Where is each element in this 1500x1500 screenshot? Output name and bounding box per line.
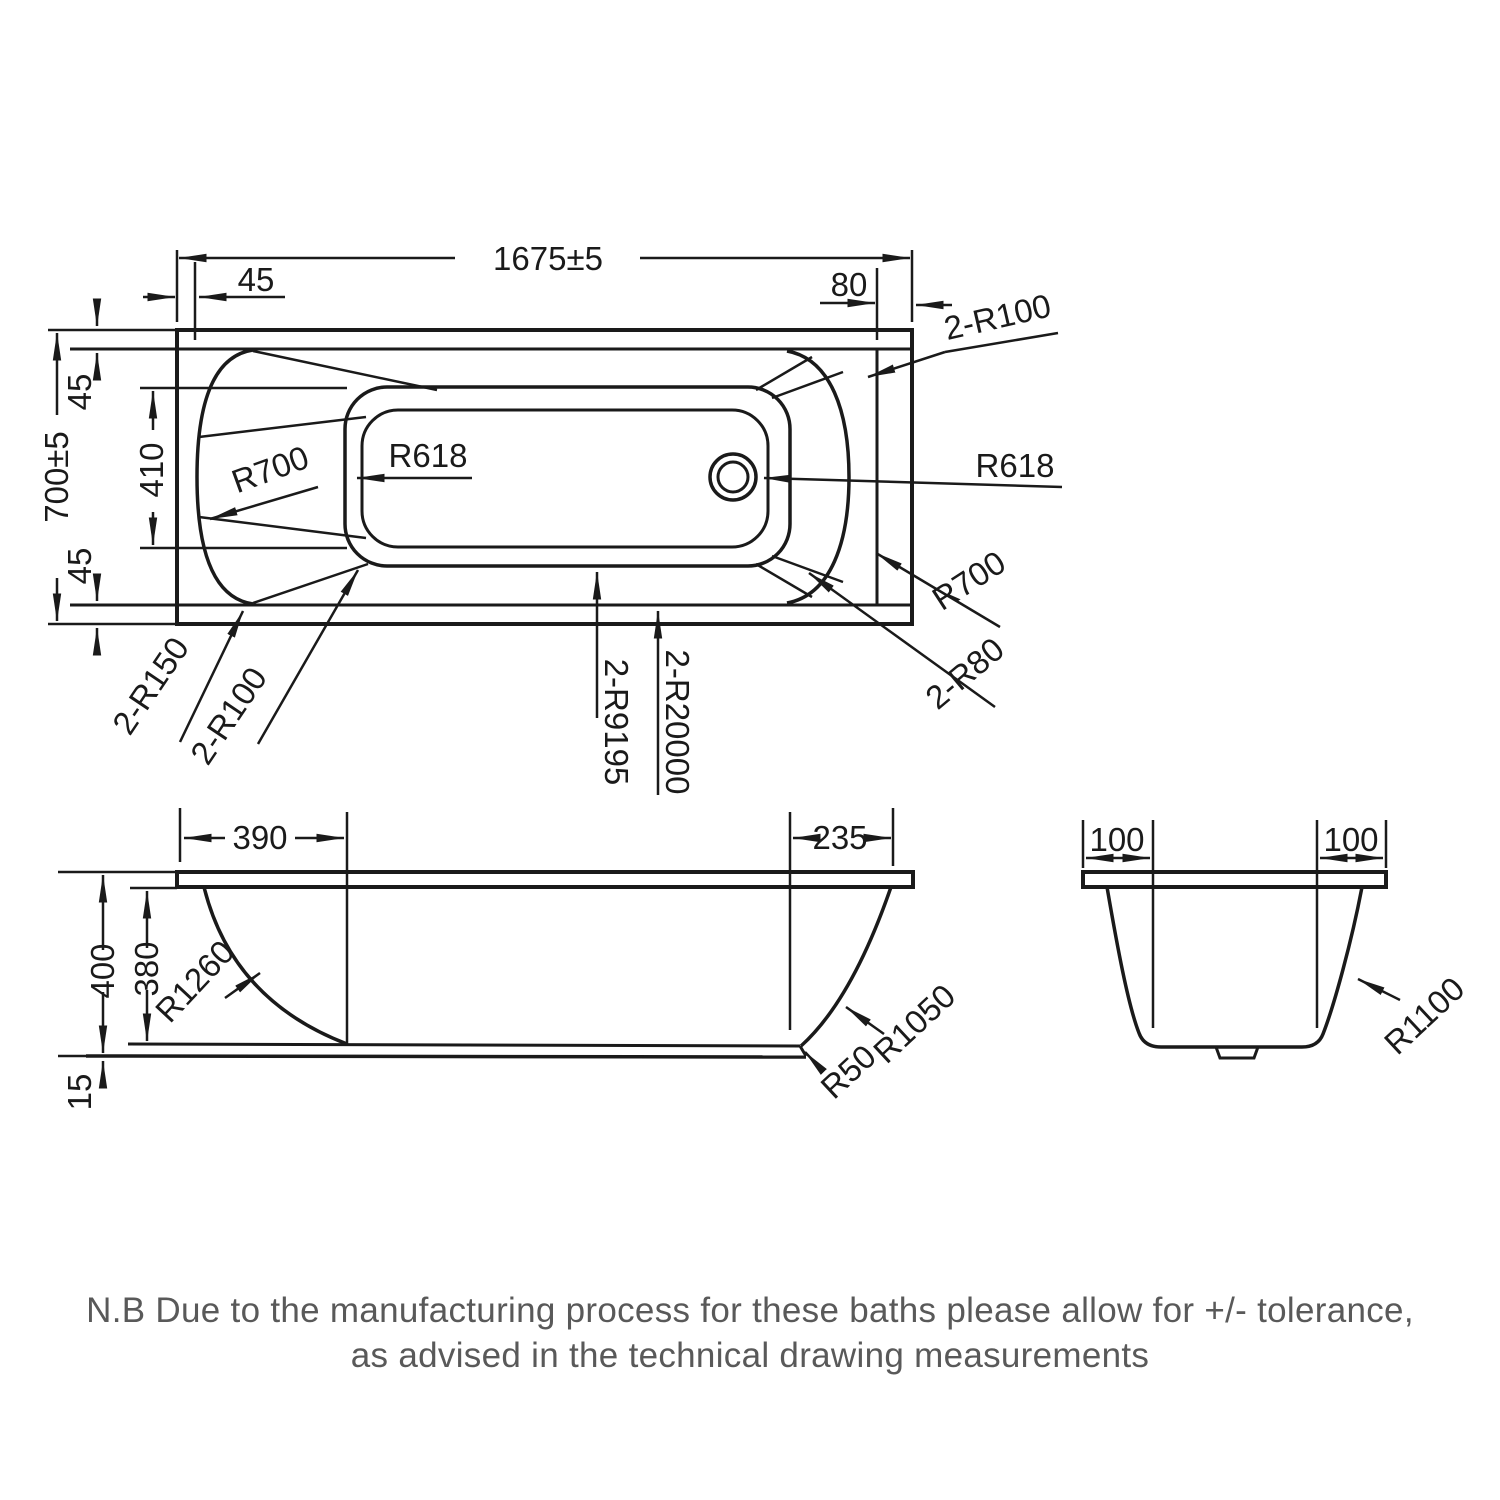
dim-side-rim-inset-bottom-label: 45 xyxy=(61,548,98,585)
foot-slope-radius-label: R1050 xyxy=(866,977,962,1070)
dim-foot-rim-inset: 80 xyxy=(820,266,952,340)
dim-floor-width: 410 xyxy=(133,386,347,550)
end-body-outline xyxy=(1105,886,1364,1049)
side-view: 390 235 400 380 15 R1260 R1050 xyxy=(58,808,962,1110)
plan-outer-rect xyxy=(175,328,914,626)
dim-head-slope-run: 390 xyxy=(178,808,345,862)
dim-head-rim-inset: 45 xyxy=(143,261,285,340)
leader-side-wall-radius-inner: 2-R9195 xyxy=(592,571,635,786)
leader-side-wall-radius: R1100 xyxy=(1357,970,1472,1062)
dim-overall-width: 700±5 xyxy=(38,332,75,622)
manufacturing-note-line1: N.B Due to the manufacturing process for… xyxy=(86,1291,1414,1330)
plan-fan-line xyxy=(252,349,438,392)
plan-fan-line xyxy=(771,370,844,400)
leader-side-wall-radius-outer: 2-R20000 xyxy=(653,610,696,795)
dim-overall-height-label: 400 xyxy=(84,943,121,998)
dim-foot-slope-run: 235 xyxy=(792,808,895,866)
drain-inner-circle xyxy=(716,460,750,494)
dim-overall-length-label: 1675±5 xyxy=(493,240,603,277)
foot-wall-radius-label: R700 xyxy=(926,543,1012,617)
dim-inner-height-label: 380 xyxy=(128,941,165,996)
leader-head-wall-radius: R700 xyxy=(209,438,319,521)
drain-end-radius-label: R618 xyxy=(976,447,1055,484)
side-base-line xyxy=(85,1054,807,1059)
end-view: 100 100 R1100 xyxy=(1081,820,1472,1062)
dim-wall-inset-right: 100 xyxy=(1319,821,1384,863)
drain-outer-circle xyxy=(708,452,758,502)
basin-corner-radius-foot-label: 2-R80 xyxy=(918,630,1011,716)
dim-head-rim-inset-label: 45 xyxy=(238,261,275,298)
head-corner-radius-label: 2-R150 xyxy=(105,630,196,740)
head-wall-radius-label: R700 xyxy=(227,438,314,500)
dim-floor-width-label: 410 xyxy=(133,442,170,497)
manufacturing-note-line2: as advised in the technical drawing meas… xyxy=(350,1336,1150,1375)
side-wall-radius-label: R1100 xyxy=(1377,970,1472,1062)
floor-end-radius-head-label: R618 xyxy=(389,437,468,474)
side-foot-fillet xyxy=(798,1045,808,1057)
dim-overall-height: 400 xyxy=(84,874,121,1054)
leader-drain-end-radius: R618 xyxy=(763,447,1063,489)
foot-corner-radius-label: 2-R100 xyxy=(941,287,1055,347)
plan-fan-line xyxy=(755,355,813,392)
leader-basin-corner-radius-head: 2-R100 xyxy=(183,569,360,771)
end-rim-bar xyxy=(1081,870,1388,889)
dim-side-rim-inset-top-label: 45 xyxy=(61,374,98,411)
dim-inner-height: 380 xyxy=(128,890,165,1042)
leader-foot-wall-radius: R700 xyxy=(875,543,1012,629)
side-foot-slope xyxy=(799,886,893,1048)
plan-fan-line xyxy=(755,562,813,599)
side-wall-radius-outer-label: 2-R20000 xyxy=(659,650,696,795)
dim-overall-length: 1675±5 xyxy=(175,240,914,322)
dim-foot-rim-inset-label: 80 xyxy=(831,266,868,303)
plan-fan-line xyxy=(198,515,367,540)
dim-base-gap: 15 xyxy=(61,1060,108,1111)
plan-fan-line xyxy=(198,415,367,439)
dim-side-rim-inset-top: 45 xyxy=(61,298,102,411)
dim-wall-inset-left-label: 100 xyxy=(1089,821,1144,858)
dim-head-slope-run-label: 390 xyxy=(232,819,287,856)
dim-wall-inset-right-label: 100 xyxy=(1323,821,1378,858)
dim-base-gap-label: 15 xyxy=(61,1074,98,1111)
basin-corner-radius-head-label: 2-R100 xyxy=(183,660,274,770)
end-drain-notch xyxy=(1214,1046,1260,1060)
leader-floor-end-radius-head: R618 xyxy=(356,437,472,483)
dim-foot-slope-run-label: 235 xyxy=(812,819,867,856)
dim-wall-inset-left: 100 xyxy=(1085,821,1151,863)
side-floor-line xyxy=(127,1042,801,1048)
side-rim-bar xyxy=(175,870,915,889)
plan-basin-opening xyxy=(343,385,792,568)
dim-side-rim-inset-bottom: 45 xyxy=(61,548,102,656)
plan-head-rim-curve xyxy=(195,348,254,606)
plan-view: 1675±5 45 80 700±5 45 xyxy=(38,240,1063,795)
dim-overall-width-label: 700±5 xyxy=(38,431,75,523)
side-wall-radius-inner-label: 2-R9195 xyxy=(598,659,635,786)
